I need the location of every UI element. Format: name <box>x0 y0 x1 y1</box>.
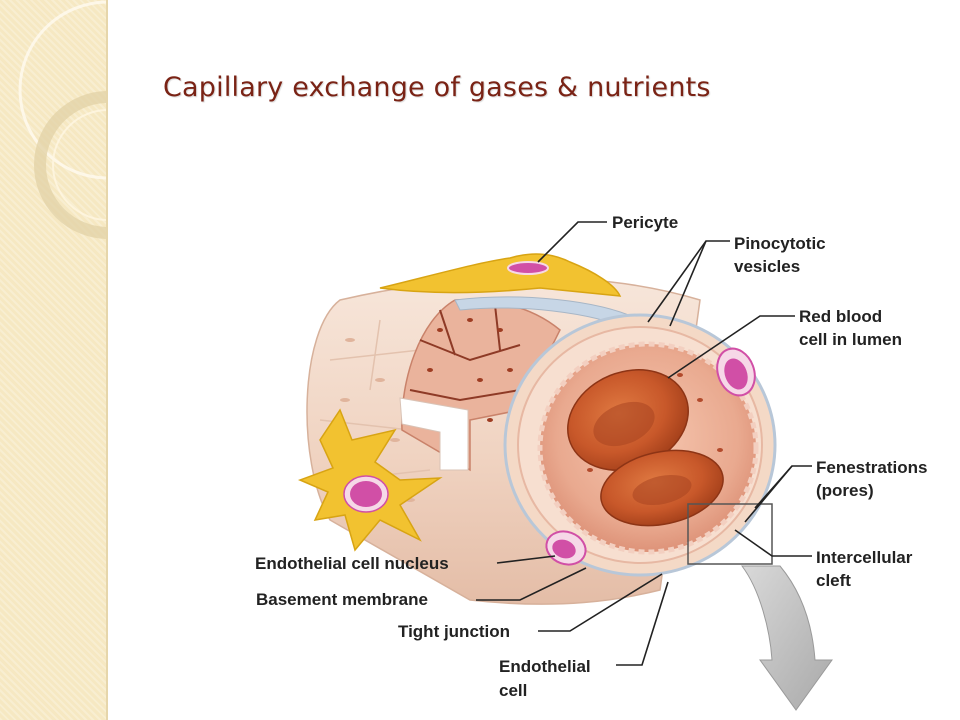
pericyte-left <box>297 408 443 552</box>
label-pericyte: Pericyte <box>612 213 679 232</box>
leader-lines <box>476 221 812 666</box>
label-basement-membrane: Basement membrane <box>256 590 428 609</box>
label-tight-junction: Tight junction <box>398 622 511 641</box>
cutaway-wall <box>399 298 561 472</box>
label-intercellular-line1: Intercellular <box>816 548 913 567</box>
label-intercellular-line2: cleft <box>816 571 851 590</box>
decorative-side-band <box>0 0 108 720</box>
label-fenestrations-line1: Fenestrations <box>816 458 928 477</box>
label-rbc-line1: Red blood <box>799 307 883 326</box>
red-blood-cells <box>567 369 724 527</box>
label-endothelial-cell-line2: cell <box>499 681 528 700</box>
slide-title: Capillary exchange of gases & nutrients <box>163 72 711 103</box>
pericyte-cell <box>379 253 622 297</box>
detail-box <box>687 503 773 565</box>
label-fenestrations-line2: (pores) <box>816 481 874 500</box>
label-pinocytotic-line1: Pinocytotic <box>734 234 826 253</box>
label-endothelial-nucleus: Endothelial cell nucleus <box>255 554 449 573</box>
endothelial-nuclei <box>545 347 756 566</box>
label-pinocytotic-line2: vesicles <box>734 257 801 276</box>
label-rbc-line2: cell in lumen <box>799 330 902 349</box>
zoom-arrow <box>741 565 833 711</box>
label-endothelial-cell-line1: Endothelial <box>499 657 591 676</box>
decorative-rings <box>18 0 106 239</box>
